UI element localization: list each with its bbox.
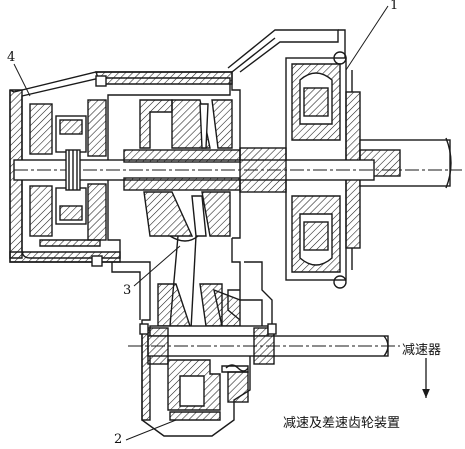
label-2: 2 xyxy=(114,432,123,447)
label-3: 3 xyxy=(123,283,132,298)
reducer-label: 减速器 xyxy=(402,343,442,358)
leader-3 xyxy=(133,245,181,287)
leader-2 xyxy=(125,419,177,441)
leader-1 xyxy=(345,5,389,71)
final-drive-gear xyxy=(167,359,249,421)
output-shaft xyxy=(128,323,400,365)
drive-pulley xyxy=(139,99,233,237)
label-4: 4 xyxy=(7,50,16,65)
leader-4 xyxy=(13,63,31,97)
label-1: 1 xyxy=(390,0,399,13)
final-drive-label: 减速及差速齿轮装置 xyxy=(283,416,401,431)
left-gear-set xyxy=(29,75,107,267)
upper-bracket xyxy=(227,29,346,73)
housing-wall-top xyxy=(95,71,233,85)
housing-wall-bottom xyxy=(9,251,121,263)
input-shaft xyxy=(13,147,462,193)
